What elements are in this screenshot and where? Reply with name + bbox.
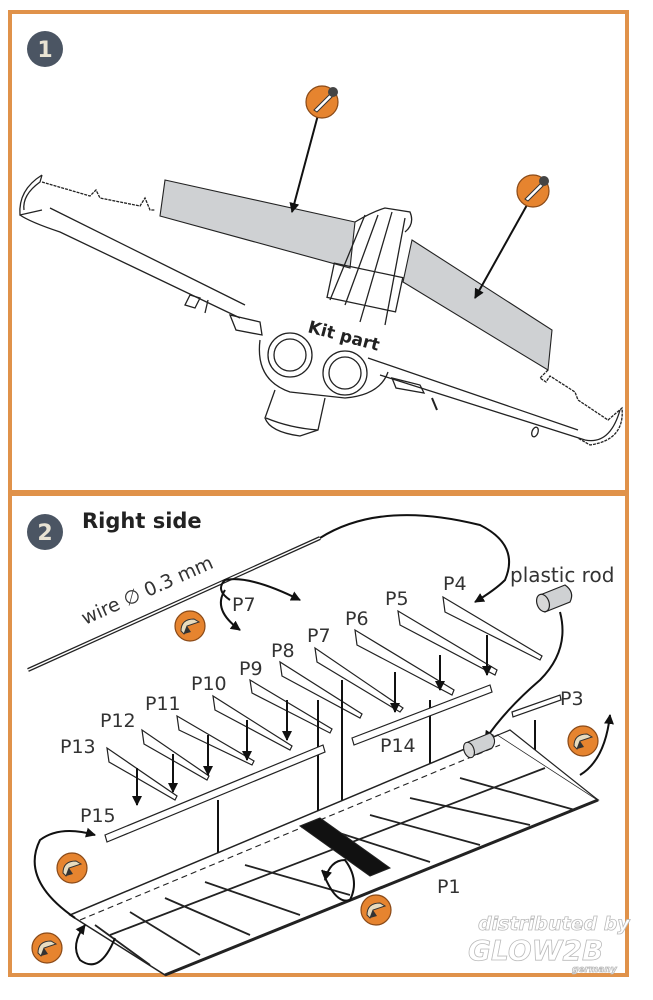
label-p10: P10	[191, 673, 227, 695]
label-p5: P5	[385, 588, 409, 610]
rib-p4	[442, 595, 543, 661]
plastic-rod-label: plastic rod	[510, 563, 614, 587]
black-strip	[298, 817, 392, 877]
bend-icon	[360, 894, 392, 926]
label-p13: P13	[60, 736, 96, 758]
arrow-wire-to-p4	[319, 514, 510, 603]
ribs	[106, 595, 543, 801]
wing-skin-p1	[68, 729, 600, 977]
step2-number: 2	[37, 521, 52, 546]
label-p3: P3	[560, 688, 584, 710]
label-p7: P7	[307, 625, 331, 647]
bend-icon	[567, 725, 599, 757]
spar-p3	[511, 694, 562, 718]
cut-icon	[305, 85, 339, 119]
spar-p14	[351, 684, 493, 746]
step2-title: Right side	[82, 509, 202, 533]
bend-icon	[31, 932, 63, 964]
label-p11: P11	[145, 693, 181, 715]
watermark-line3: germany	[572, 965, 618, 975]
arrow-fold-right	[579, 714, 614, 776]
wire	[27, 536, 321, 672]
plastic-rod	[535, 584, 573, 613]
label-p15: P15	[80, 805, 116, 827]
arrow-fold-center	[321, 858, 355, 902]
p7-bend-label: P7	[232, 594, 256, 616]
arrow-fold-left-bottom	[75, 924, 116, 966]
label-p4: P4	[443, 573, 467, 595]
step2-panel: 2 Right side wire ∅ 0.3 mm plastic rod P…	[8, 492, 632, 977]
label-p1: P1	[437, 876, 461, 898]
watermark: distributed by GLOW2B germany	[468, 913, 632, 976]
aircraft-underside	[19, 174, 623, 446]
step1-badge: 1	[27, 31, 63, 67]
part-labels: P3 P4 P5 P6 P7 P8 P9 P10 P11 P12 P13 P14…	[60, 573, 584, 898]
bend-icon	[56, 852, 88, 884]
rod-on-wing	[463, 732, 496, 759]
label-p14: P14	[380, 735, 416, 757]
label-p9: P9	[239, 658, 263, 680]
step1-number: 1	[37, 38, 52, 63]
arrow-to-left-flap	[289, 114, 319, 213]
spars	[104, 684, 562, 843]
arrow-fold-left-top	[33, 827, 96, 919]
arrow-to-right-flap	[474, 204, 528, 299]
step1-panel: 1	[8, 10, 629, 494]
watermark-line1: distributed by	[478, 913, 631, 935]
label-p12: P12	[100, 710, 136, 732]
arrow-p7-bend-down	[220, 589, 241, 631]
bend-icon	[174, 610, 206, 642]
arrow-rod-to-wing	[484, 611, 564, 741]
step2-badge: 2	[27, 514, 63, 550]
cut-icon	[516, 174, 550, 208]
label-p6: P6	[345, 608, 369, 630]
label-p8: P8	[271, 640, 295, 662]
watermark-line2: GLOW2B	[468, 934, 603, 967]
spar-p15	[104, 744, 326, 843]
